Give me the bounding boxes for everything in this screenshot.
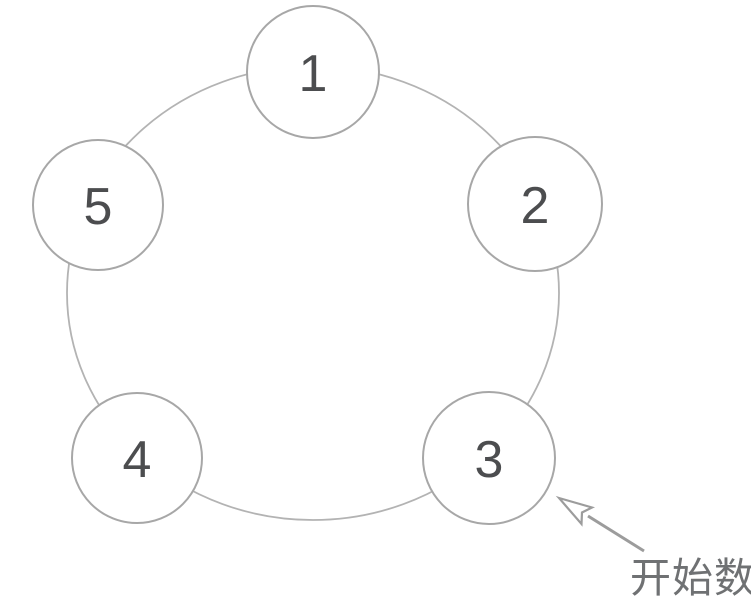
node-circle-4 (71, 392, 203, 524)
node-3: 3 (422, 391, 556, 525)
node-4: 4 (71, 392, 203, 524)
arrow-head-icon (555, 495, 596, 527)
node-circle-2 (467, 136, 603, 272)
node-circle-1 (246, 5, 380, 139)
node-label-1: 1 (299, 45, 328, 103)
node-label-4: 4 (123, 431, 152, 489)
node-label-5: 5 (84, 178, 113, 236)
node-5: 5 (32, 139, 164, 271)
arrow-shaft (587, 514, 645, 553)
start-arrow (555, 495, 645, 553)
start-label: 开始数 (630, 555, 751, 601)
node-1: 1 (246, 5, 380, 139)
node-label-2: 2 (521, 177, 550, 235)
node-label-3: 3 (475, 431, 504, 489)
node-circle-3 (422, 391, 556, 525)
node-2: 2 (467, 136, 603, 272)
node-circle-5 (32, 139, 164, 271)
